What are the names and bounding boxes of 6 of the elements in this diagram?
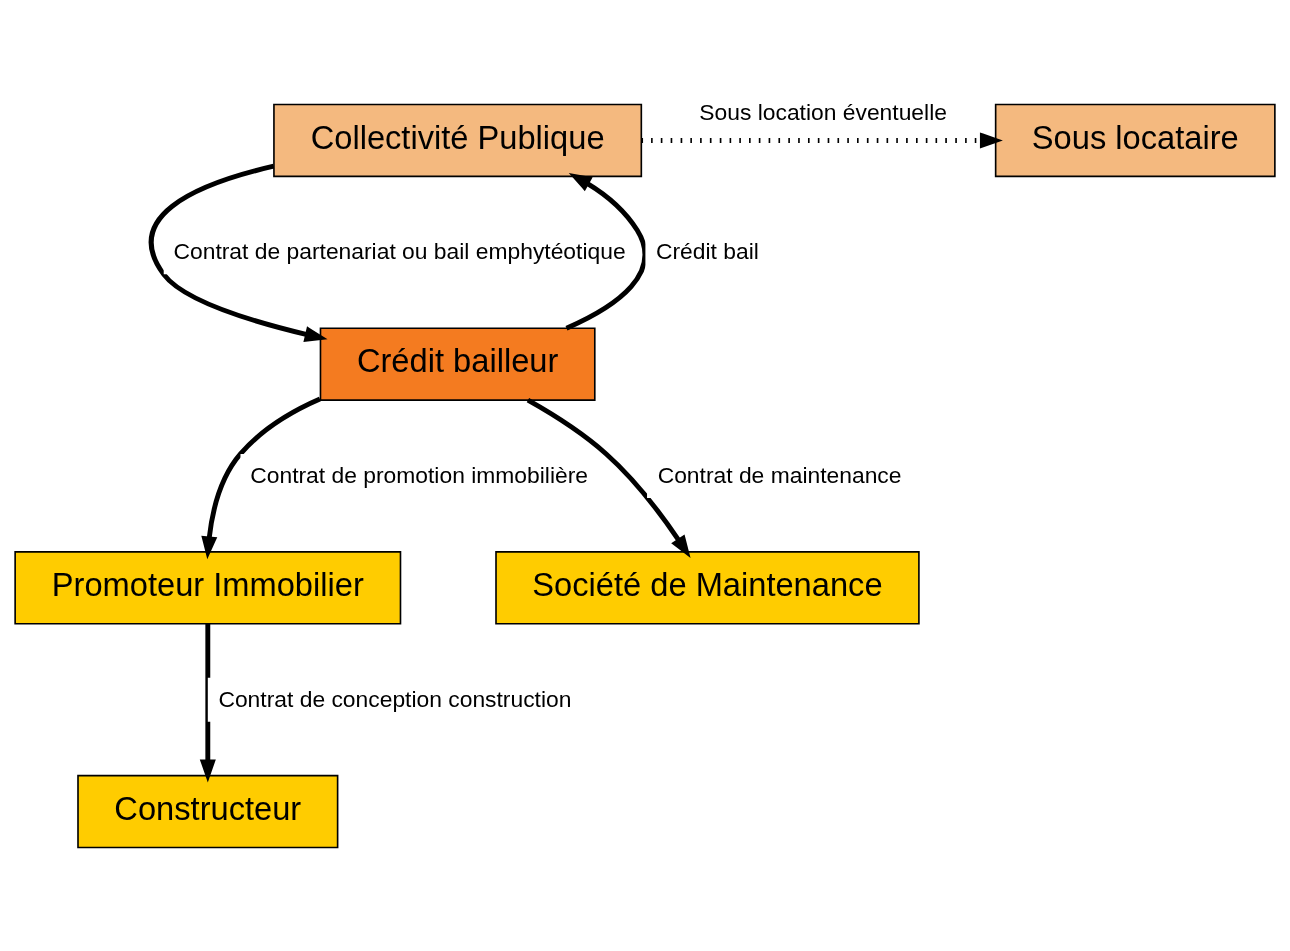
edge-label: Crédit bail xyxy=(656,237,759,264)
edge-label: Contrat de promotion immobilière xyxy=(250,461,588,488)
edge-label: Sous location éventuelle xyxy=(699,98,947,125)
edge-label: Contrat de maintenance xyxy=(657,461,902,488)
edge-label: Contrat de conception construction xyxy=(218,685,572,712)
edge-label: Contrat de partenariat ou bail emphytéotique xyxy=(173,237,626,264)
